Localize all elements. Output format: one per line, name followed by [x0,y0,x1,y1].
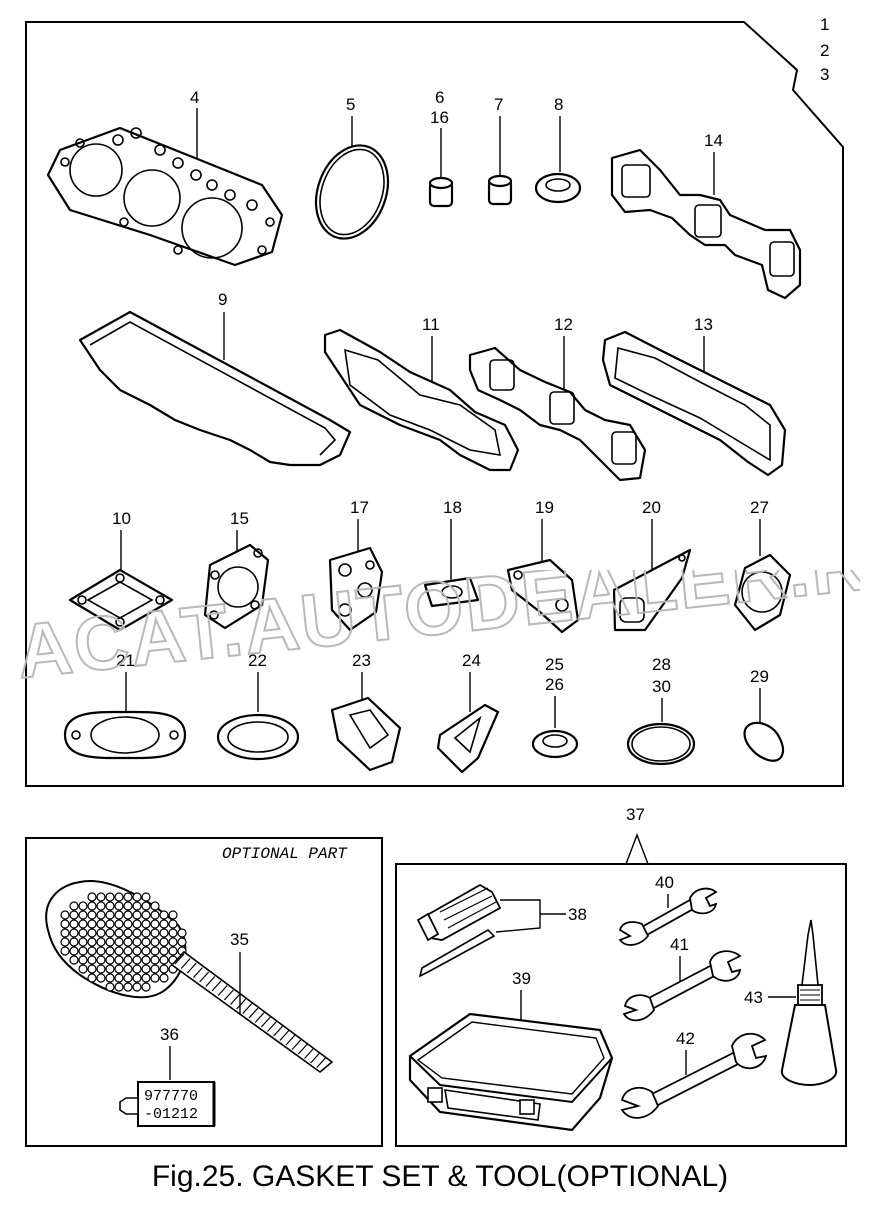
valve-cover-gasket-9 [78,310,352,467]
gasket-13 [601,330,787,477]
gasket-15 [203,543,270,630]
callout-26: 26 [545,675,564,694]
optional-part-box [25,837,383,1147]
callout-29: 29 [750,667,769,686]
callout-17: 17 [350,498,369,517]
callout-38: 38 [568,905,587,924]
callout-39: 39 [512,969,531,988]
callout-11: 11 [422,315,440,334]
callout-6: 6 [435,88,444,107]
callout-19: 19 [535,498,554,517]
callout-27: 27 [750,498,769,517]
callout-14: 14 [704,131,723,150]
callout-43: 43 [744,988,763,1007]
gasket-20 [612,548,692,632]
oil-can [780,919,838,1087]
wrench-40 [618,887,718,946]
wrench-42 [620,1032,768,1119]
valve-stem-seal [428,176,454,208]
callout-5: 5 [346,95,355,114]
exhaust-gasket-12 [468,346,647,482]
tube-label-line-1: 977770 [144,1088,198,1105]
cylinder-hone-brush [45,880,334,1074]
seal-ring-22 [216,713,300,761]
gasket-set-frame [25,21,844,787]
parts-diagram: 1 2 3 4 5 6 16 7 8 14 [25,15,847,1147]
intake-gasket-11 [323,328,520,472]
tube-label-line-2: -01212 [144,1106,198,1123]
callout-30: 30 [652,677,671,696]
group-label-2: 2 [820,41,829,60]
callout-28: 28 [652,655,671,674]
optional-part-label: OPTIONAL PART [222,845,348,863]
group-label-3: 3 [820,65,829,84]
callout-42: 42 [676,1029,695,1048]
head-gasket [46,126,284,267]
o-ring-5 [314,144,390,240]
callout-24: 24 [462,651,481,670]
sealant-tube: 977770 -01212 [119,1081,216,1127]
callout-36: 36 [160,1025,179,1044]
gasket-27 [733,553,792,632]
callout-18: 18 [443,498,462,517]
callout-22: 22 [248,651,267,670]
gasket-18 [423,576,480,608]
seal-washer-25 [531,729,579,759]
seal-washer-8 [534,172,582,204]
gasket-17 [328,546,384,632]
wrench-41 [622,950,742,1022]
tool-case [408,1012,614,1132]
gasket-10 [68,568,174,632]
callout-37: 37 [626,805,645,824]
gasket-19 [506,558,580,634]
callout-13: 13 [694,315,713,334]
callout-4: 4 [190,88,199,107]
gasket-23 [330,696,402,772]
figure-caption: Fig.25. GASKET SET & TOOL(OPTIONAL) [151,1160,729,1193]
callout-12: 12 [554,315,573,334]
manifold-gasket-14 [610,148,802,300]
callout-8: 8 [554,95,563,114]
callout-16: 16 [430,108,449,127]
o-ring-28 [626,722,696,766]
callout-25: 25 [545,655,564,674]
tool-kit-box [395,863,847,1147]
sleeve-7 [487,174,513,206]
callout-35: 35 [230,930,249,949]
callout-21: 21 [116,651,135,670]
group-label-1: 1 [820,15,829,34]
callout-20: 20 [642,498,661,517]
seal-29 [743,721,785,762]
callout-7: 7 [494,95,503,114]
callout-9: 9 [218,290,227,309]
gasket-21 [63,710,187,760]
callout-10: 10 [112,509,131,528]
callout-23: 23 [352,651,371,670]
screwdriver [416,883,502,978]
callout-41: 41 [670,935,689,954]
callout-15: 15 [230,509,249,528]
gasket-24 [436,703,500,774]
callout-40: 40 [655,873,674,892]
